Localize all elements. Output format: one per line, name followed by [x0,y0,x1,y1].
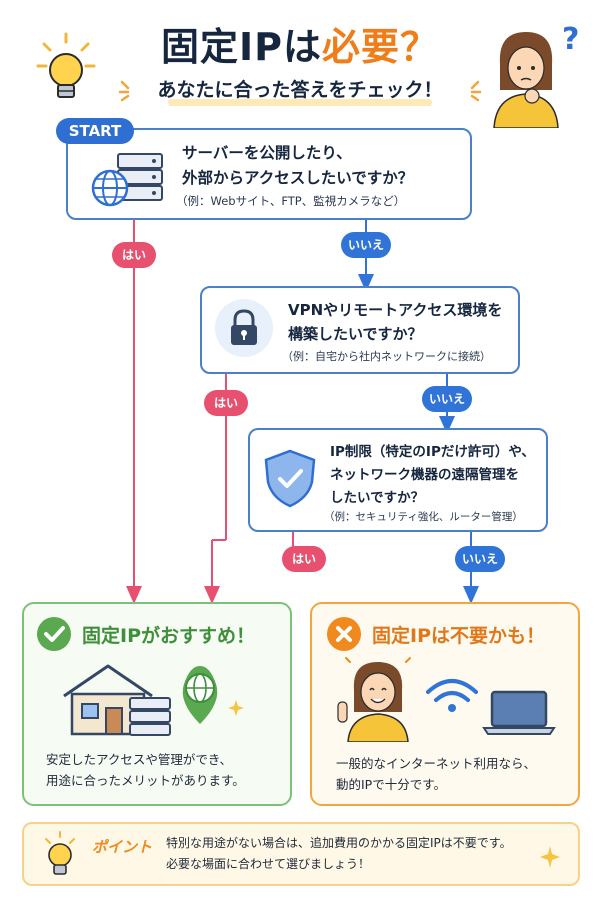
subtitle: あなたに合った答えをチェック！ [128,74,472,106]
start-no-pill: いいえ [341,232,391,258]
page-title: 固定IPは必要？ [0,16,600,71]
subtitle-decoration-right [462,78,482,106]
lock-icon [214,298,274,358]
ip-question-note: （例：セキュリティ強化、ルーター管理） [324,511,523,523]
ip-no-pill: いいえ [455,546,505,572]
cross-circle-icon [326,616,362,652]
point-text-line1: 特別な用途がない場合は、追加費用のかかる固定IPは不要です。 [166,836,512,850]
start-question-note: （例：Webサイト、FTP、監視カメラなど） [176,194,406,208]
ip-question-line2: ネットワーク機器の遠隔管理を [330,467,519,483]
point-text-line2: 必要な場面に合わせて選びましょう！ [166,857,371,871]
result-recommended-line1: 安定したアクセスや管理ができ、 [46,752,233,767]
start-yes-pill: はい [112,242,156,268]
question-mark-icon: ? [562,22,580,57]
result-recommended-line2: 用途に合ったメリットがあります。 [46,773,245,788]
title-accent: 必要？ [321,25,439,69]
house-server-illustration [60,660,250,740]
start-question-line1: サーバーを公開したり、 [182,144,352,162]
check-circle-icon [36,616,72,652]
result-not-needed-title: 固定IPは不要かも！ [372,625,545,647]
vpn-question-line1: VPNやリモートアクセス環境を [288,301,503,319]
vpn-no-pill: いいえ [422,386,472,412]
sparkle-icon [540,846,560,872]
vpn-question-note: （例：自宅から社内ネットワークに接続） [282,350,491,363]
ip-question-line3: したいですか？ [330,490,425,506]
point-box [22,822,580,886]
point-label: ポイント [92,838,153,856]
server-globe-icon [90,150,166,208]
result-not-needed-line2: 動的IPで十分です。 [336,777,446,792]
lightbulb-icon [36,30,96,110]
title-main: 固定IPは [160,25,322,69]
ip-question-line1: IP制限（特定のIPだけ許可）や、 [330,444,535,460]
shield-check-icon [262,448,318,508]
point-lightbulb-icon [40,830,80,880]
result-recommended-title: 固定IPがおすすめ！ [82,625,255,647]
start-badge: START [56,118,134,144]
thinking-woman-illustration [486,24,566,129]
start-question-line2: 外部からアクセスしたいですか？ [182,169,414,187]
ip-yes-pill: はい [282,546,326,572]
vpn-yes-pill: はい [204,390,248,416]
result-not-needed-line1: 一般的なインターネット利用なら、 [336,756,537,771]
woman-wifi-laptop-illustration [328,656,568,743]
subtitle-decoration-left [118,78,138,106]
vpn-question-line2: 構築したいですか？ [288,325,423,343]
